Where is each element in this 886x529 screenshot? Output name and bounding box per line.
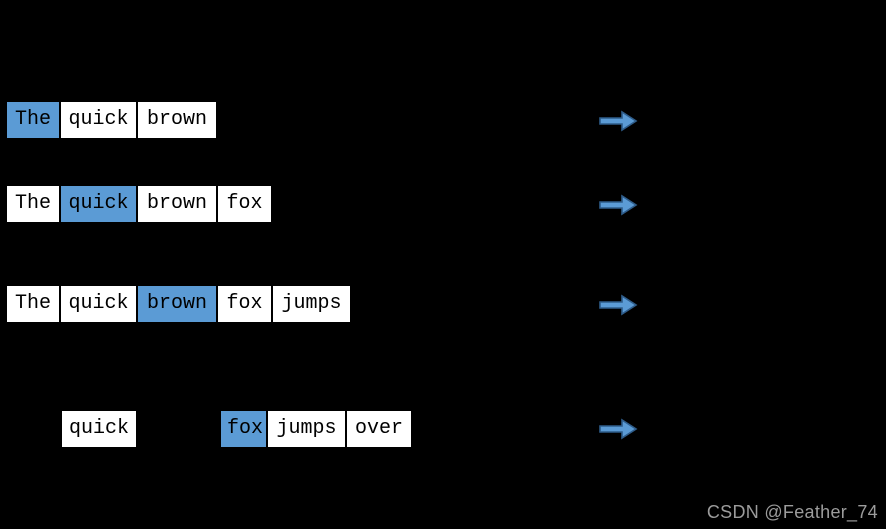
token-cell[interactable]: fox: [217, 285, 272, 323]
token-cell[interactable]: jumps: [267, 410, 346, 448]
token-cell[interactable]: jumps: [272, 285, 351, 323]
right-arrow-icon: [598, 110, 638, 132]
token-cell[interactable]: brown: [137, 185, 217, 223]
token-cell[interactable]: over: [346, 410, 412, 448]
token-cell[interactable]: brown: [137, 101, 217, 139]
token-cell[interactable]: quick: [61, 410, 137, 448]
token-gap: [137, 410, 220, 448]
token-cell[interactable]: The: [6, 285, 60, 323]
token-cell[interactable]: quick: [60, 101, 137, 139]
token-cell[interactable]: fox: [217, 185, 272, 223]
watermark-label: CSDN @Feather_74: [706, 502, 878, 522]
right-arrow-icon: [598, 194, 638, 216]
token-cell[interactable]: quick: [60, 285, 137, 323]
token-cell-highlighted[interactable]: brown: [137, 285, 217, 323]
token-cell-highlighted[interactable]: fox: [220, 410, 267, 448]
token-cell-highlighted[interactable]: quick: [60, 185, 137, 223]
right-arrow-icon: [598, 294, 638, 316]
token-cell[interactable]: The: [6, 185, 60, 223]
right-arrow-icon: [598, 418, 638, 440]
token-cell-highlighted[interactable]: The: [6, 101, 60, 139]
